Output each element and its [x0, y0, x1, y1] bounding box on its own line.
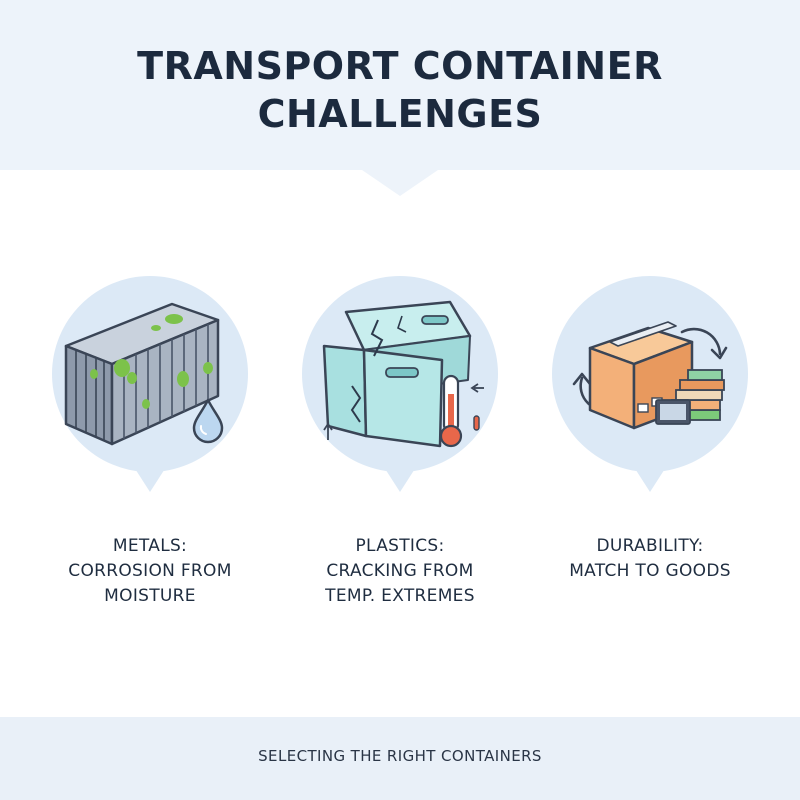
circle-pointer [132, 464, 168, 492]
label-line: MOISTURE [104, 586, 196, 606]
footer-text: SELECTING THE RIGHT CONTAINERS [258, 747, 542, 765]
circle-pointer [382, 464, 418, 492]
label-line: MATCH TO GOODS [569, 561, 731, 581]
box-and-goods-match-icon [572, 321, 728, 430]
card-label: DURABILITY: MATCH TO GOODS [532, 534, 768, 584]
corroded-shipping-container-icon [64, 302, 224, 446]
card-label: METALS: CORROSION FROM MOISTURE [32, 534, 268, 609]
label-line: CORROSION FROM [68, 561, 232, 581]
cracked-plastic-crate-icon [322, 300, 484, 448]
footer-band: SELECTING THE RIGHT CONTAINERS [0, 717, 800, 800]
label-line: METALS: [112, 536, 188, 556]
title-line-2: CHALLENGES [257, 92, 543, 136]
label-line: DURABILITY: [596, 536, 704, 556]
circle-pointer [632, 464, 668, 492]
header-pointer [362, 170, 438, 196]
header-band [0, 0, 800, 170]
label-line: TEMP. EXTREMES [325, 586, 475, 606]
title-line-1: TRANSPORT CONTAINER [137, 44, 663, 88]
card-label: PLASTICS: CRACKING FROM TEMP. EXTREMES [282, 534, 518, 609]
label-line: CRACKING FROM [326, 561, 474, 581]
page-title: TRANSPORT CONTAINER CHALLENGES [0, 42, 800, 138]
label-line: PLASTICS: [355, 536, 445, 556]
